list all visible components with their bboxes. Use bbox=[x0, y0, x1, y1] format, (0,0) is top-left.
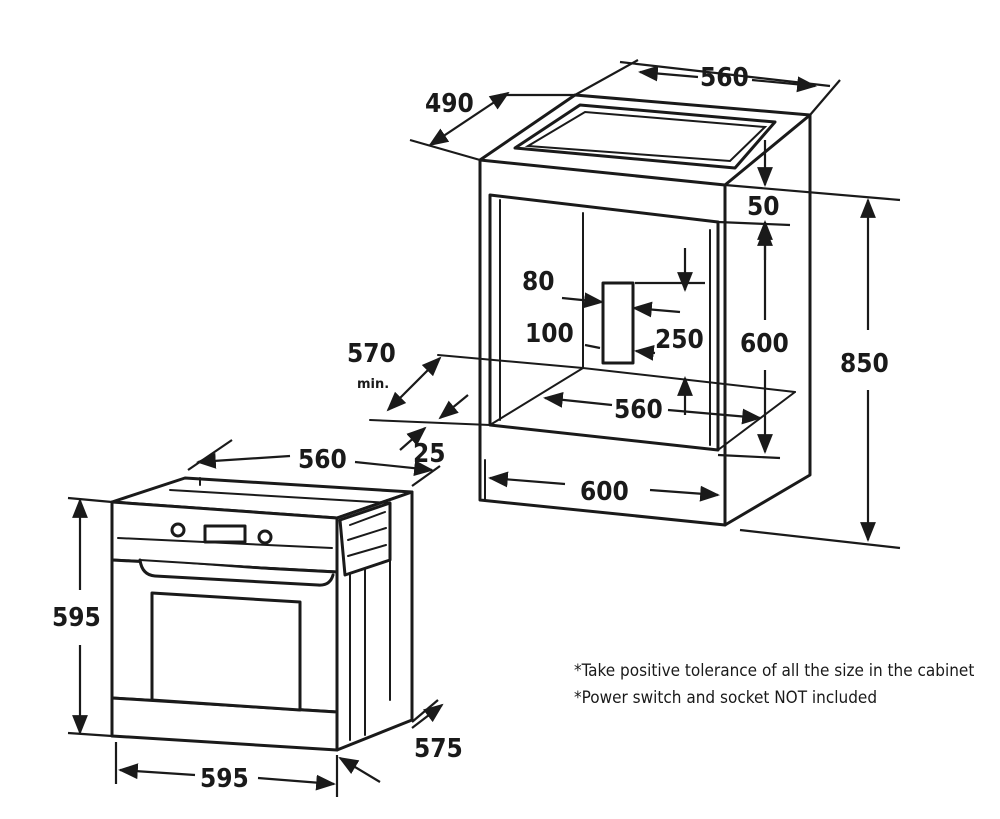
dim-cabinet-inner-width: 560 bbox=[614, 395, 663, 425]
note-power-switch: *Power switch and socket NOT included bbox=[574, 688, 878, 708]
dim-back-gap: 25 bbox=[413, 439, 446, 469]
dim-niche-height: 600 bbox=[740, 329, 789, 359]
dim-cabinet-top-gap: 50 bbox=[747, 192, 780, 222]
dim-oven-width: 595 bbox=[200, 764, 249, 794]
installation-notes: *Take positive tolerance of all the size… bbox=[574, 658, 994, 712]
cabinet-drawing bbox=[369, 93, 812, 527]
cabinet-dimension-lines bbox=[386, 59, 901, 550]
oven-dimension-lines bbox=[67, 439, 444, 797]
dim-oven-depth: 575 bbox=[414, 734, 463, 764]
dim-socket-offset: 100 bbox=[525, 319, 574, 349]
dim-oven-height: 595 bbox=[52, 603, 101, 633]
dim-socket-height: 250 bbox=[655, 325, 704, 355]
dim-socket-width: 80 bbox=[522, 267, 555, 297]
dim-oven-top-width: 560 bbox=[298, 445, 347, 475]
dim-cabinet-outer-width: 600 bbox=[580, 477, 629, 507]
dim-cabinet-top-width: 560 bbox=[700, 63, 749, 93]
dim-floor-depth-suffix: min. bbox=[357, 377, 389, 392]
oven-drawing bbox=[110, 476, 414, 752]
dim-cabinet-top-depth: 490 bbox=[425, 89, 474, 119]
dimension-labels: 560 490 50 80 100 250 600 850 570 min. 5… bbox=[52, 63, 889, 794]
dim-floor-depth: 570 bbox=[347, 339, 396, 369]
note-tolerance: *Take positive tolerance of all the size… bbox=[574, 661, 975, 681]
dim-cabinet-total-height: 850 bbox=[840, 349, 889, 379]
